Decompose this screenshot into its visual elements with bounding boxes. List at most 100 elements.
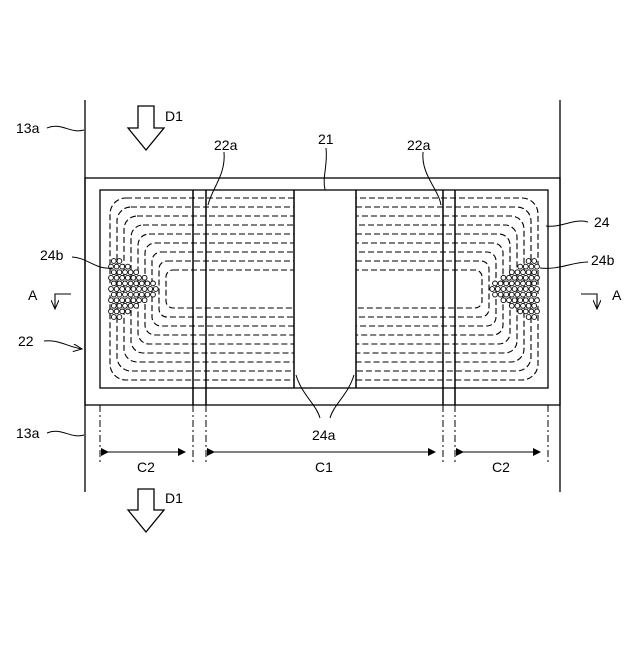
dot xyxy=(523,275,528,280)
dot xyxy=(509,292,514,297)
dot xyxy=(128,303,133,308)
center-band-fill xyxy=(294,191,356,387)
label-zone-left: C2 xyxy=(137,459,155,475)
dot xyxy=(137,287,142,292)
dot xyxy=(137,298,142,303)
dot xyxy=(111,292,116,297)
dot xyxy=(526,292,531,297)
dot xyxy=(535,275,540,280)
dot xyxy=(535,309,540,314)
dot xyxy=(114,298,119,303)
dot xyxy=(507,275,512,280)
dot xyxy=(111,315,116,320)
dot xyxy=(109,287,114,292)
dot xyxy=(137,275,142,280)
dot xyxy=(134,281,139,286)
dot xyxy=(512,275,517,280)
dot xyxy=(128,281,133,286)
dot xyxy=(518,275,523,280)
dot xyxy=(532,281,537,286)
dot xyxy=(120,275,125,280)
dot xyxy=(117,270,122,275)
dot xyxy=(125,287,130,292)
leader-dots-left xyxy=(72,257,112,268)
dot xyxy=(498,281,503,286)
dot xyxy=(142,298,147,303)
dot xyxy=(134,292,139,297)
dot xyxy=(111,281,116,286)
label-rib-left: 22a xyxy=(214,137,238,153)
dot xyxy=(117,303,122,308)
dot xyxy=(526,270,531,275)
dot xyxy=(495,287,500,292)
dot xyxy=(134,303,139,308)
dot xyxy=(123,303,128,308)
dot xyxy=(123,292,128,297)
dot xyxy=(148,287,153,292)
dot xyxy=(532,259,537,264)
dot xyxy=(151,292,156,297)
dot xyxy=(142,275,147,280)
dot xyxy=(114,309,119,314)
dot xyxy=(120,264,125,269)
dot xyxy=(521,270,526,275)
dot xyxy=(512,287,517,292)
dot xyxy=(504,281,509,286)
dot xyxy=(501,287,506,292)
dot xyxy=(125,298,130,303)
dot-cluster-right xyxy=(490,259,540,320)
dot xyxy=(490,287,495,292)
label-frame: 22 xyxy=(18,333,34,349)
dot xyxy=(504,292,509,297)
dot xyxy=(507,298,512,303)
flow-arrow-bottom xyxy=(128,489,164,532)
dot xyxy=(526,315,531,320)
dot xyxy=(109,275,114,280)
dot xyxy=(509,303,514,308)
dot xyxy=(526,259,531,264)
dot xyxy=(142,287,147,292)
leader-panel xyxy=(324,148,326,190)
dot xyxy=(123,270,128,275)
dot xyxy=(523,264,528,269)
dot xyxy=(123,281,128,286)
dot xyxy=(532,292,537,297)
dot xyxy=(139,281,144,286)
dot xyxy=(128,292,133,297)
label-panel: 21 xyxy=(318,131,334,147)
dot xyxy=(493,292,498,297)
dot xyxy=(111,270,116,275)
dot xyxy=(125,264,130,269)
dot xyxy=(521,292,526,297)
dot xyxy=(526,303,531,308)
dot xyxy=(523,309,528,314)
dot xyxy=(518,287,523,292)
dot xyxy=(521,303,526,308)
dot xyxy=(114,264,119,269)
dot xyxy=(134,270,139,275)
dot xyxy=(529,264,534,269)
dot xyxy=(515,270,520,275)
dot xyxy=(501,298,506,303)
dot xyxy=(117,259,122,264)
dot xyxy=(535,298,540,303)
dot xyxy=(117,292,122,297)
dot xyxy=(493,281,498,286)
label-zone-right: C2 xyxy=(492,459,510,475)
dot xyxy=(518,309,523,314)
dot xyxy=(125,275,130,280)
label-dots-left: 24b xyxy=(40,247,64,263)
label-zone-center: C1 xyxy=(315,459,333,475)
dot xyxy=(518,298,523,303)
leader-strip-bottom xyxy=(47,431,84,436)
leader-strip-top xyxy=(47,126,84,131)
dot xyxy=(131,287,136,292)
leader-frame xyxy=(44,341,82,349)
section-marker-right xyxy=(581,294,597,309)
dot xyxy=(509,281,514,286)
dot xyxy=(114,287,119,292)
label-sheet: 24 xyxy=(594,214,610,230)
dot xyxy=(523,298,528,303)
dot xyxy=(111,303,116,308)
